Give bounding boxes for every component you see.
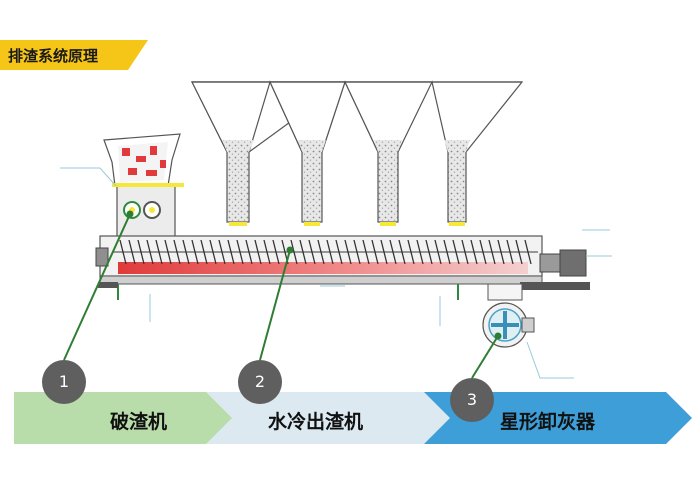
screw-flight	[335, 239, 343, 265]
screw-flight	[209, 239, 217, 265]
screw-flight	[506, 239, 514, 265]
star-rotary-valve	[482, 283, 535, 348]
feed-hoppers	[191, 80, 524, 223]
screw-flight	[524, 239, 532, 265]
screw-flight	[317, 239, 325, 265]
screw-flight	[137, 239, 145, 265]
screw-flight	[191, 239, 199, 265]
screw-flight	[200, 239, 208, 265]
screw-flight	[380, 239, 388, 265]
screw-flight	[155, 239, 163, 265]
screw-flight	[425, 239, 433, 265]
screw-flight	[497, 239, 505, 265]
screw-flight	[299, 239, 307, 265]
screw-flight	[173, 239, 181, 265]
hopper-valves	[229, 222, 465, 226]
screw-flight	[326, 239, 334, 265]
step-circles	[42, 360, 494, 422]
screw-flight	[308, 239, 316, 265]
screw-flight	[263, 239, 271, 265]
step-3-label: 星形卸灰器	[500, 411, 596, 433]
screw-flight	[290, 239, 298, 265]
screw-flight	[119, 239, 127, 265]
screw-flight	[218, 239, 226, 265]
leader-lines	[63, 210, 502, 379]
screw-flight	[272, 239, 280, 265]
screw-flight	[227, 239, 235, 265]
screw-flight	[353, 239, 361, 265]
step-1-label: 破渣机	[110, 411, 168, 433]
screw-flight	[398, 239, 406, 265]
screw-flight	[164, 239, 172, 265]
water-cooled-conveyor	[95, 235, 590, 300]
screw-flight	[479, 239, 487, 265]
screw-flight	[389, 239, 397, 265]
screw-flight	[416, 239, 424, 265]
screw-flight	[371, 239, 379, 265]
step-1-number: 1	[58, 372, 70, 391]
screw-flight	[434, 239, 442, 265]
screw-flight	[362, 239, 370, 265]
screw-flight	[254, 239, 262, 265]
screw-flight	[182, 239, 190, 265]
screw-flight	[245, 239, 253, 265]
screw-flight	[344, 239, 352, 265]
screw-flight	[452, 239, 460, 265]
screw-flight	[488, 239, 496, 265]
screw-flight	[470, 239, 478, 265]
slag-crusher	[103, 133, 184, 239]
screw-flight	[128, 239, 136, 265]
page-title: 排渣系统原理	[8, 47, 99, 65]
step-3-number: 3	[466, 390, 478, 409]
title-banner	[0, 40, 148, 70]
step-2-label: 水冷出渣机	[268, 411, 364, 433]
step-2-number: 2	[254, 372, 266, 391]
screw-flight	[236, 239, 244, 265]
screw-flight	[443, 239, 451, 265]
flow-arrows	[60, 167, 612, 379]
screw-flight	[407, 239, 415, 265]
screw-flight	[515, 239, 523, 265]
process-arrows	[14, 392, 692, 444]
screw-flight	[461, 239, 469, 265]
screw-flight	[146, 239, 154, 265]
